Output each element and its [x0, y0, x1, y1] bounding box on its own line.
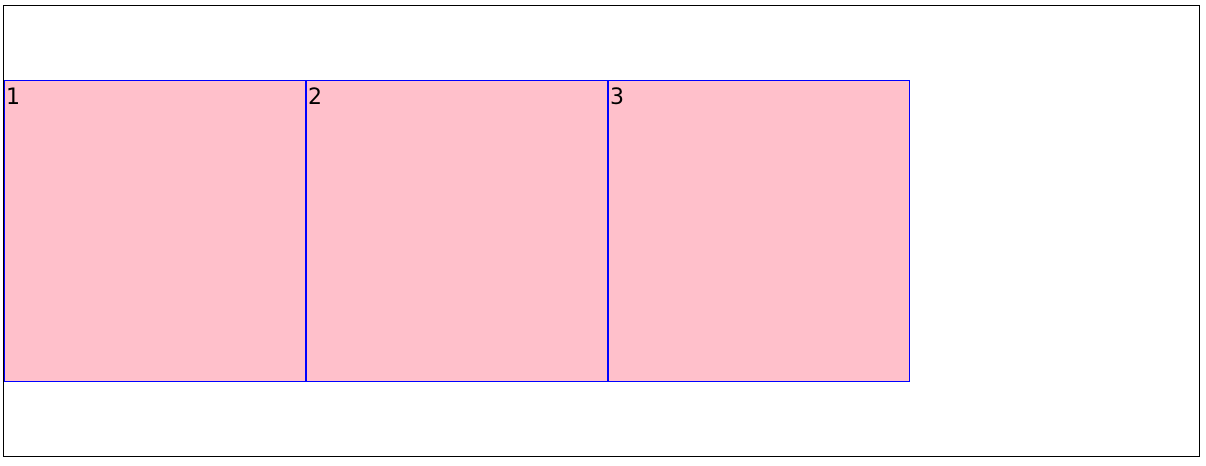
box-row: 1 2 3	[4, 80, 910, 382]
flex-container: 1 2 3	[3, 5, 1200, 457]
box-2-label: 2	[308, 85, 322, 110]
box-3-label: 3	[610, 85, 624, 110]
box-3: 3	[608, 80, 910, 382]
box-1-label: 1	[6, 85, 20, 110]
box-1: 1	[4, 80, 306, 382]
box-2: 2	[306, 80, 608, 382]
